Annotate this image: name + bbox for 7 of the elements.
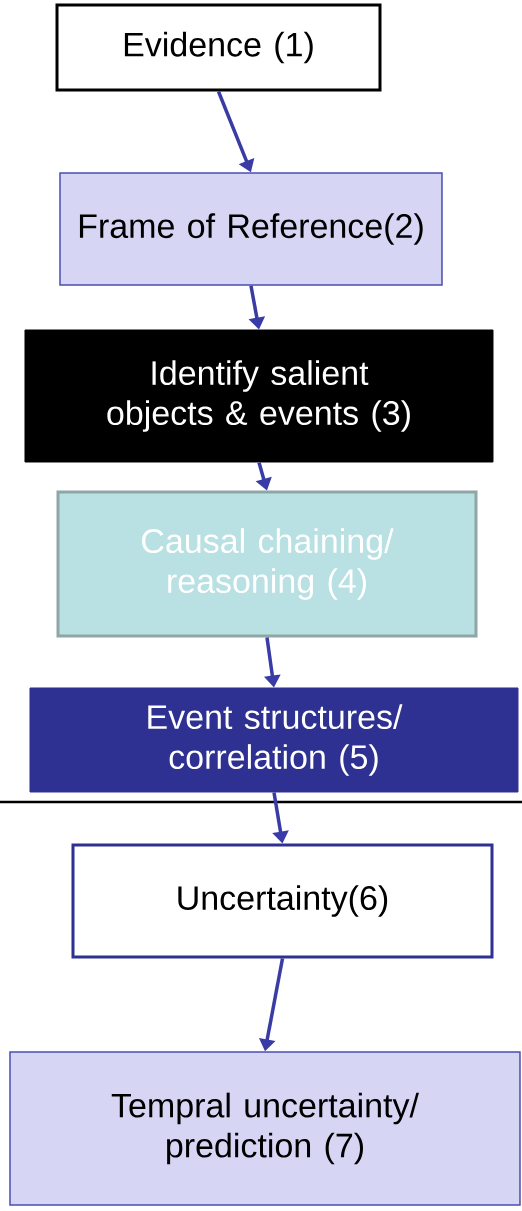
process-box: Event structures/ correlation (5) bbox=[29, 687, 519, 793]
process-box: Frame of Reference(2) bbox=[59, 172, 443, 286]
process-box: Evidence (1) bbox=[55, 3, 382, 92]
process-box: Uncertainty(6) bbox=[71, 843, 494, 959]
process-box: Tempral uncertainty/ prediction (7) bbox=[9, 1051, 521, 1206]
process-box: Identify salient objects & events (3) bbox=[24, 329, 494, 463]
process-box: Causal chaining/ reasoning (4) bbox=[56, 490, 478, 638]
